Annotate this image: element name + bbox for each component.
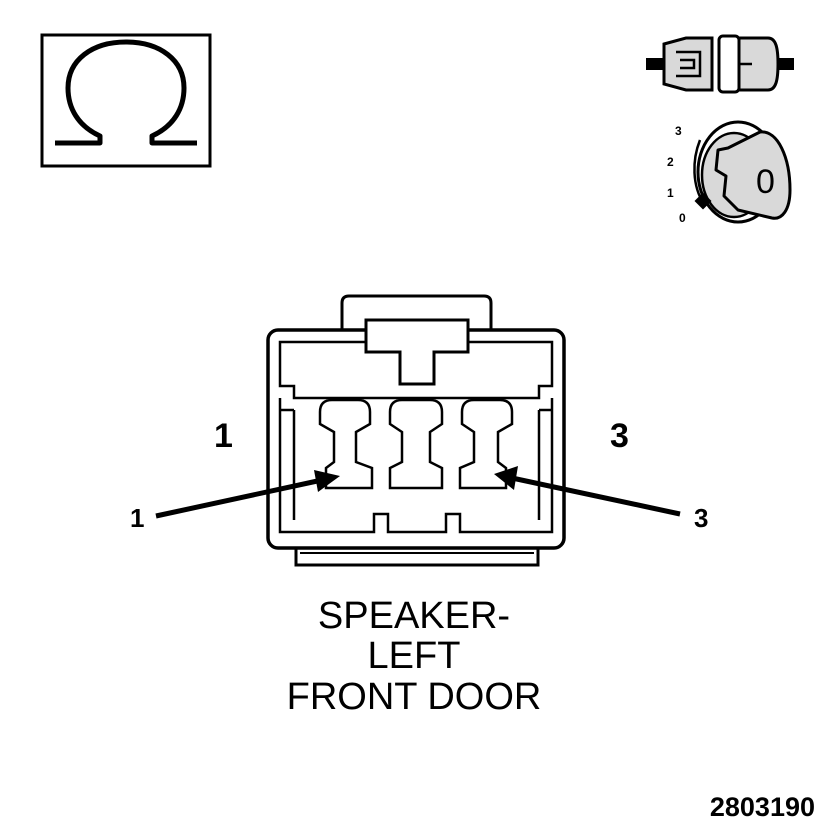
- ignition-position-3: 3: [675, 124, 682, 138]
- caption-line-2: LEFT: [368, 635, 461, 677]
- cavity-1: [318, 398, 374, 490]
- cavity-label-left: 1: [214, 417, 233, 455]
- callout-arrow-right: [494, 466, 681, 517]
- caption-line-3: FRONT DOOR: [287, 676, 542, 718]
- cavity-3: [458, 398, 514, 490]
- connector-face: [266, 294, 566, 567]
- callout-label-right: 3: [694, 503, 708, 533]
- key-letter-icon: 0: [756, 163, 775, 201]
- ignition-key-icon: 0 3 2 1 0: [667, 120, 792, 225]
- ignition-position-0: 0: [679, 211, 686, 225]
- cavity-label-right: 3: [610, 417, 629, 455]
- ignition-position-1: 1: [667, 186, 674, 200]
- callout-label-left: 1: [130, 503, 144, 533]
- caption-line-1: SPEAKER-: [318, 595, 510, 637]
- callout-arrow-left: [155, 470, 340, 519]
- figure-number: 2803190: [710, 792, 815, 822]
- cavity-2: [388, 398, 444, 490]
- ohm-icon: [40, 33, 212, 168]
- unplugged-connector-icon: [646, 34, 794, 94]
- ignition-pointer-icon: [694, 192, 712, 210]
- ignition-position-2: 2: [667, 155, 674, 169]
